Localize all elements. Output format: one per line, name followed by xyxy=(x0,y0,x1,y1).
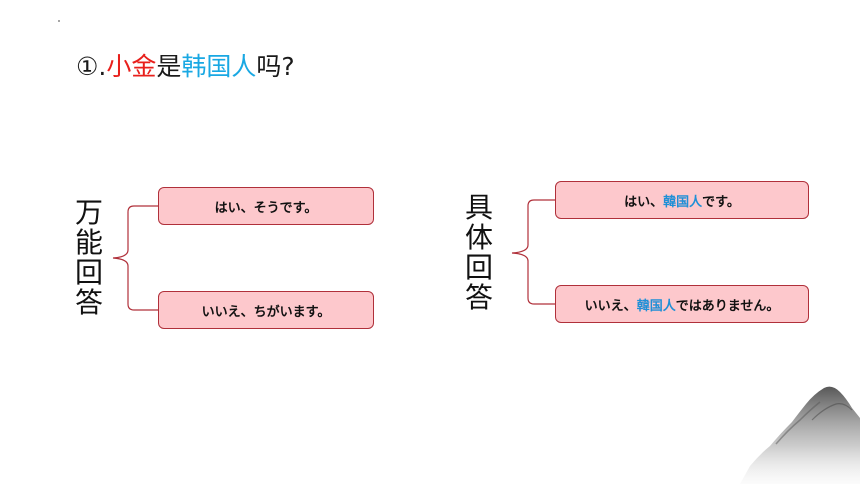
specific-yes-highlight: 韓国人 xyxy=(663,194,703,210)
specific-yes-answer-box: はい、韓国人です。 xyxy=(555,181,809,219)
universal-label-char: 回 xyxy=(74,256,103,289)
specific-yes-before: はい、 xyxy=(624,194,664,210)
specific-answer-label: 具 体 回 答 xyxy=(462,193,496,313)
universal-answer-label: 万 能 回 答 xyxy=(72,198,106,318)
question-verb: 是 xyxy=(156,52,182,81)
specific-yes-after: です。 xyxy=(702,194,740,210)
specific-label-char: 体 xyxy=(464,221,493,254)
ink-mountain-decoration xyxy=(740,386,860,484)
universal-label-char: 万 xyxy=(74,196,103,229)
universal-yes-answer: はい、そうです。 xyxy=(214,200,318,216)
question-heading: ①.小金是韩国人吗? xyxy=(76,50,295,84)
universal-label-char: 能 xyxy=(74,226,103,259)
specific-label-char: 具 xyxy=(464,191,493,224)
specific-no-after: ではありません。 xyxy=(675,298,780,314)
universal-no-answer-box: いいえ、ちがいます。 xyxy=(158,291,374,329)
right-bracket xyxy=(511,199,555,305)
universal-yes-answer-box: はい、そうです。 xyxy=(158,187,374,225)
specific-no-answer-box: いいえ、韓国人ではありません。 xyxy=(555,285,809,323)
question-nationality: 韩国人 xyxy=(181,52,257,81)
specific-label-char: 回 xyxy=(464,251,493,284)
specific-label-char: 答 xyxy=(464,281,493,314)
specific-no-before: いいえ、 xyxy=(584,298,637,314)
slide-dot xyxy=(58,20,60,22)
universal-no-answer: いいえ、ちがいます。 xyxy=(201,304,331,320)
universal-label-char: 答 xyxy=(74,286,103,319)
question-name: 小金 xyxy=(106,52,157,81)
question-ending: 吗? xyxy=(256,52,295,81)
question-number: ①. xyxy=(76,52,107,81)
specific-no-highlight: 韓国人 xyxy=(636,298,676,314)
left-bracket xyxy=(112,205,158,311)
